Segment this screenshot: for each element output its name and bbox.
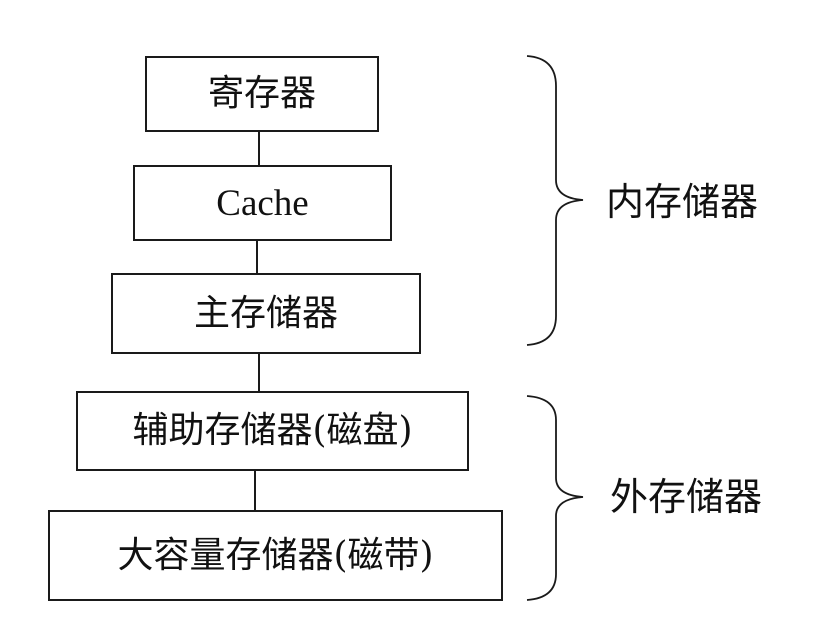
- level-label: 寄存器: [207, 73, 316, 114]
- brace-internal: [526, 55, 584, 346]
- connector-line: [254, 470, 256, 511]
- level-box-registers: 寄存器: [145, 56, 379, 132]
- level-box-main-memory: 主存储器: [111, 273, 421, 354]
- level-box-disk: 辅助存储器(磁盘): [76, 391, 469, 471]
- level-label: 主存储器: [193, 292, 338, 334]
- connector-line: [256, 240, 258, 274]
- level-box-tape: 大容量存储器(磁带): [48, 510, 503, 601]
- level-label: 大容量存储器(磁带): [117, 534, 434, 576]
- group-label-internal-memory: 内存储器: [606, 180, 759, 224]
- brace-external: [526, 395, 584, 601]
- group-label-external-memory: 外存储器: [610, 475, 763, 519]
- connector-line: [258, 131, 260, 166]
- level-label: 辅助存储器(磁盘): [132, 410, 413, 451]
- connector-line: [258, 353, 260, 392]
- level-box-cache: Cache: [133, 165, 392, 241]
- level-label: Cache: [216, 182, 309, 224]
